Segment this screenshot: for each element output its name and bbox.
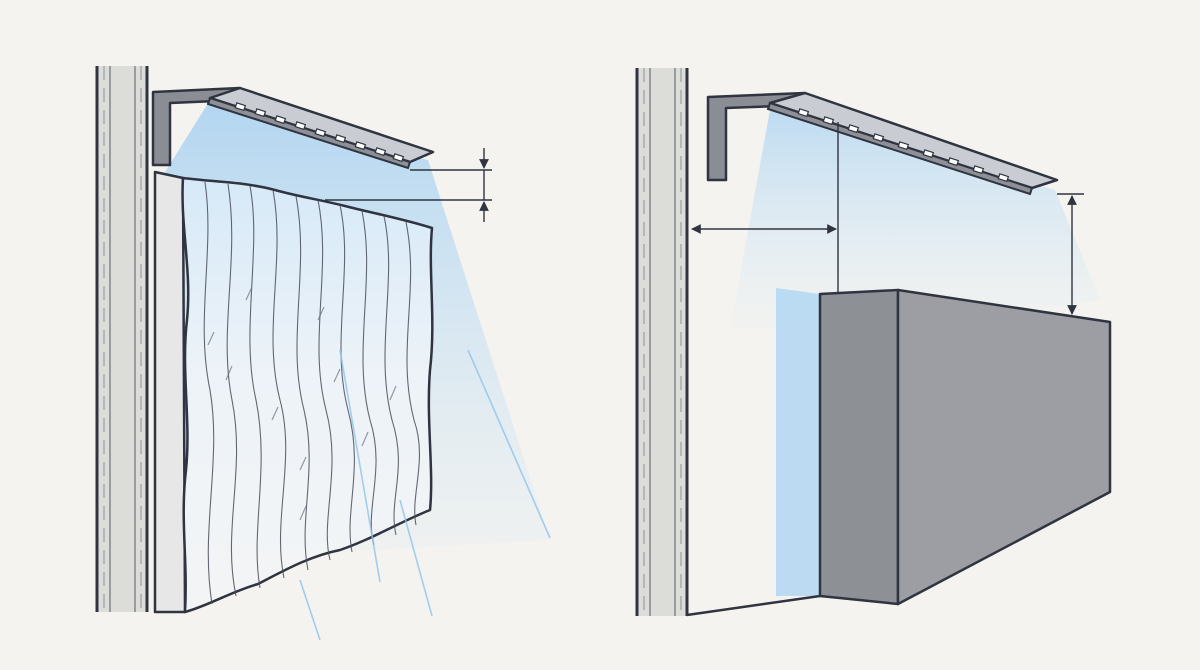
left-panel-edge bbox=[153, 170, 187, 614]
right-wall bbox=[635, 68, 689, 616]
right-light-wash bbox=[730, 110, 1100, 330]
right-solid-block bbox=[818, 288, 1112, 606]
right-led-light-bar bbox=[766, 91, 1059, 196]
left-wall bbox=[95, 66, 149, 612]
left-light-rays bbox=[299, 349, 551, 641]
right-height-dimension bbox=[1057, 193, 1084, 315]
left-offset-dimension bbox=[325, 148, 492, 222]
left-led-light-bar bbox=[206, 86, 435, 170]
left-diagram bbox=[95, 66, 551, 641]
right-light-wash-back bbox=[776, 288, 820, 596]
left-panel-sheen bbox=[207, 286, 397, 521]
right-diagram bbox=[635, 68, 1112, 617]
left-panel-texture bbox=[203, 181, 420, 605]
right-floor-line bbox=[686, 594, 821, 617]
